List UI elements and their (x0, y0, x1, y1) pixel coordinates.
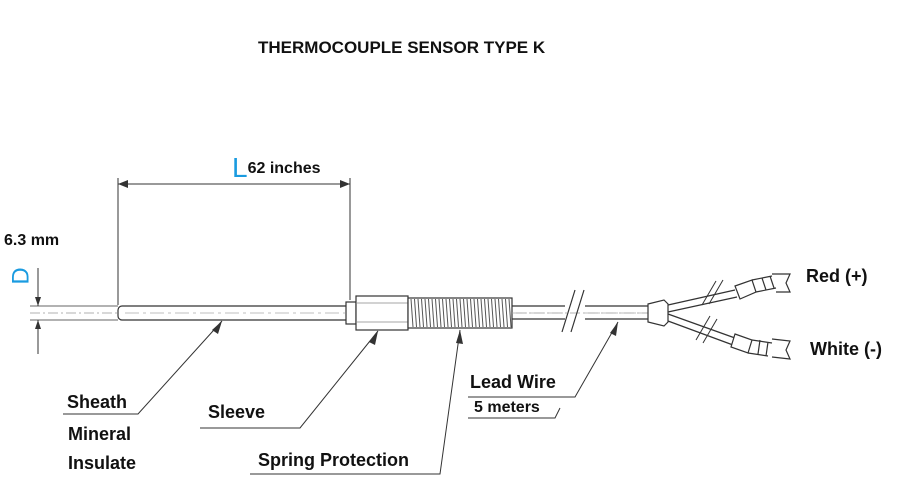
red-wire-label: Red (+) (806, 266, 868, 286)
sheath-tube (117, 305, 353, 321)
mineral-label: Mineral (68, 424, 132, 444)
leader-arrowheads (212, 321, 618, 345)
red-lead (667, 273, 791, 313)
diagram-title: THERMOCOUPLE SENSOR TYPE K (258, 38, 546, 57)
lead-length-leader (468, 407, 561, 419)
spring-coil (459, 298, 463, 328)
lead-wire-label: Lead Wire (470, 372, 556, 392)
spring-coil (491, 298, 494, 328)
spring-coil (470, 298, 473, 328)
spring-coil (487, 298, 491, 328)
spring-coil (414, 298, 417, 328)
diameter-dimension (30, 268, 118, 354)
spring-coil (428, 298, 431, 328)
spring-coil (494, 298, 498, 328)
spring-coil (445, 298, 449, 328)
spring-coil (463, 298, 466, 328)
length-value: 62 inches (247, 160, 321, 177)
spring-coil (435, 298, 438, 328)
spring-coil (480, 298, 484, 328)
length-dimension-label: L62 inches (232, 152, 321, 184)
spring-coil (473, 298, 477, 328)
sheath-label: Sheath (67, 392, 128, 412)
wire-splitter (647, 299, 669, 327)
lead-wire (512, 289, 650, 333)
spring-coil (498, 298, 501, 328)
spring-protection-label: Spring Protection (258, 450, 410, 470)
sleeve-leader (200, 330, 379, 429)
diameter-value: 6.3 mm (4, 232, 60, 249)
length-symbol: L (232, 152, 248, 183)
insulate-label: Insulate (68, 453, 137, 473)
spring-coil (508, 298, 512, 328)
spring-coil (484, 298, 487, 328)
spring-coil (417, 298, 421, 328)
spring-coil (421, 298, 424, 328)
spring-coil (442, 298, 445, 328)
spring-coil (431, 298, 435, 328)
white-wire-label: White (-) (810, 339, 882, 359)
diameter-symbol: D (7, 267, 35, 285)
white-lead (667, 313, 791, 360)
spring-protection (407, 297, 513, 329)
length-dimension (117, 178, 351, 305)
spring-leader (250, 329, 461, 475)
spring-coil (410, 298, 414, 328)
spring-coil (477, 298, 480, 328)
sleeve (345, 295, 409, 331)
spring-coil (456, 298, 459, 328)
spring-coil (505, 298, 508, 328)
spring-coil (449, 298, 452, 328)
spring-coil (438, 298, 442, 328)
spring-coil (501, 298, 505, 328)
lead-length-label: 5 meters (474, 399, 540, 416)
leader-lines (63, 320, 619, 475)
spring-coil (424, 298, 428, 328)
spring-coil (466, 298, 470, 328)
sheath-leader (63, 320, 223, 415)
sleeve-label: Sleeve (208, 402, 266, 422)
spring-coil (452, 298, 456, 328)
lead-wire-leader (468, 321, 619, 398)
